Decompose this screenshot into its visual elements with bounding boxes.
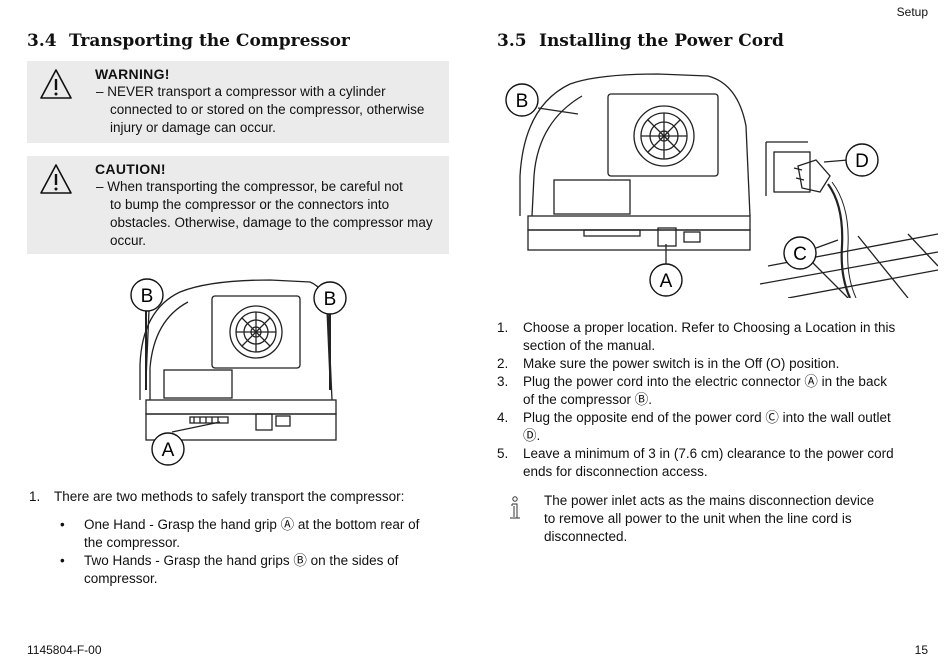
- bullet-dot: •: [60, 517, 65, 532]
- caution-box: CAUTION! – When transporting the compres…: [27, 156, 449, 254]
- warning-title: WARNING!: [95, 66, 170, 82]
- warning-line-2: connected to or stored on the compressor…: [110, 102, 425, 117]
- step-line: Leave a minimum of 3 in (7.6 cm) clearan…: [523, 446, 894, 461]
- warning-line-1: – NEVER transport a compressor with a cy…: [96, 84, 386, 99]
- warning-box: WARNING! – NEVER transport a compressor …: [27, 61, 449, 143]
- step-number: 3.: [497, 374, 509, 389]
- step-line: ends for disconnection access.: [523, 464, 708, 479]
- running-header: Setup: [896, 5, 928, 19]
- transport-step-1: 1. There are two methods to safely trans…: [29, 488, 449, 508]
- callout-b-left: B: [141, 286, 154, 307]
- callout-b-right: B: [324, 289, 337, 310]
- step-line: Plug the power cord into the electric co…: [523, 374, 887, 389]
- callout-d: D: [855, 151, 869, 172]
- step-number: 5.: [497, 446, 509, 461]
- warning-line-3: injury or damage can occur.: [110, 120, 276, 135]
- section-title: Installing the Power Cord: [539, 31, 784, 51]
- step-line: Plug the opposite end of the power cord …: [523, 410, 891, 425]
- note-line-2: to remove all power to the unit when the…: [544, 511, 852, 526]
- callout-c-circle: [783, 236, 817, 270]
- compressor-rear-figure: B B A: [130, 278, 347, 466]
- section-number: 3.5: [497, 31, 527, 51]
- caution-line-2: to bump the compressor or the connectors…: [110, 197, 390, 212]
- callout-b-right-circle: [313, 281, 347, 315]
- bullet-two-hands: • Two Hands - Grasp the hand grips Ⓑ on …: [60, 552, 450, 590]
- section-number: 3.4: [27, 31, 57, 51]
- callout-a: A: [660, 271, 673, 292]
- step-number: 4.: [497, 410, 509, 425]
- bullet-line: compressor.: [84, 571, 158, 586]
- caution-line-4: occur.: [110, 233, 147, 248]
- power-cord-figure: B D C A: [505, 73, 938, 298]
- step-number: 1.: [497, 320, 509, 335]
- callout-a-circle: [649, 263, 683, 297]
- section-heading-3-4: 3.4 Transporting the Compressor: [27, 31, 350, 51]
- step-line: Make sure the power switch is in the Off…: [523, 356, 840, 371]
- install-step-4: 4. Plug the opposite end of the power co…: [497, 409, 917, 447]
- callout-b-circle: [505, 83, 539, 117]
- install-step-3: 3. Plug the power cord into the electric…: [497, 373, 917, 411]
- step-line: of the compressor Ⓑ.: [523, 392, 653, 407]
- note-line-3: disconnected.: [544, 529, 628, 544]
- step-line: section of the manual.: [523, 338, 656, 353]
- caution-triangle-icon: [40, 164, 72, 194]
- step-text: There are two methods to safely transpor…: [54, 489, 405, 504]
- step-line: Ⓓ.: [523, 428, 541, 443]
- callout-c: C: [793, 244, 807, 265]
- note-line-1: The power inlet acts as the mains discon…: [544, 493, 875, 508]
- step-line: Choose a proper location. Refer to Choos…: [523, 320, 896, 335]
- callout-a: A: [162, 440, 175, 461]
- install-step-1: 1. Choose a proper location. Refer to Ch…: [497, 319, 917, 357]
- step-number: 1.: [29, 489, 41, 504]
- caution-title: CAUTION!: [95, 161, 166, 177]
- warning-triangle-icon: [40, 69, 72, 99]
- page-number: 15: [914, 643, 928, 657]
- bullet-one-hand: • One Hand - Grasp the hand grip Ⓐ at th…: [60, 516, 450, 554]
- callout-b: B: [516, 91, 529, 112]
- bullet-line: the compressor.: [84, 535, 181, 550]
- section-title: Transporting the Compressor: [69, 31, 350, 51]
- caution-line-1: – When transporting the compressor, be c…: [96, 179, 403, 194]
- callout-d-circle: [845, 143, 879, 177]
- step-number: 2.: [497, 356, 509, 371]
- bullet-line: Two Hands - Grasp the hand grips Ⓑ on th…: [84, 553, 399, 568]
- info-icon: [510, 496, 520, 519]
- callout-b-left-circle: [130, 278, 164, 312]
- doc-number: 1145804-F-00: [27, 643, 102, 657]
- caution-line-3: obstacles. Otherwise, damage to the comp…: [110, 215, 433, 230]
- callout-a-circle: [151, 432, 185, 466]
- install-step-2: 2. Make sure the power switch is in the …: [497, 355, 917, 375]
- bullet-dot: •: [60, 553, 65, 568]
- install-step-5: 5. Leave a minimum of 3 in (7.6 cm) clea…: [497, 445, 917, 483]
- bullet-line: One Hand - Grasp the hand grip Ⓐ at the …: [84, 517, 420, 532]
- section-heading-3-5: 3.5 Installing the Power Cord: [497, 31, 784, 51]
